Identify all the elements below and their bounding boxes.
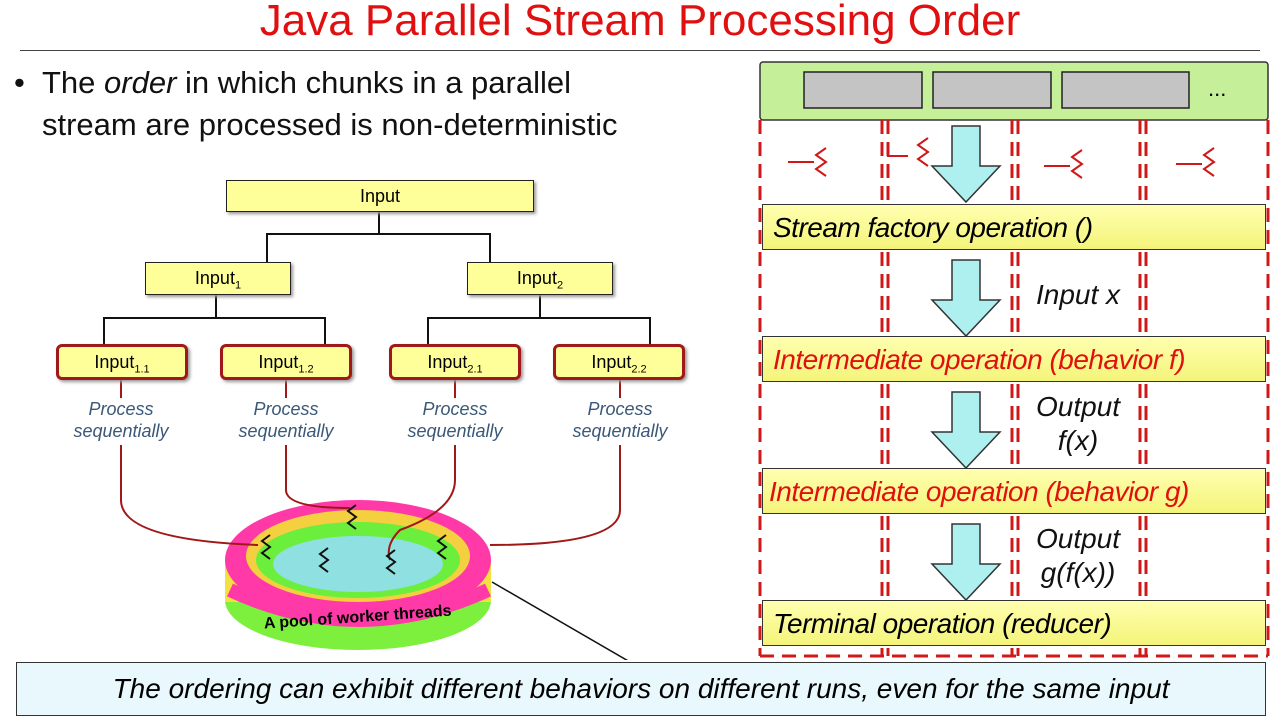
tree-root-input: Input xyxy=(226,180,534,212)
caption-box: The ordering can exhibit different behav… xyxy=(16,662,1266,716)
tree-leaf-input-2-1: Input2.1 xyxy=(389,344,521,380)
slide-title: Java Parallel Stream Processing Order xyxy=(259,0,1021,45)
chunk-ellipsis: ... xyxy=(1208,76,1227,101)
tree-leaf-input-1-1: Input1.1 xyxy=(56,344,188,380)
tree-leaf-input-1-2: Input1.2 xyxy=(220,344,352,380)
tree-node-input-1: Input1 xyxy=(145,262,291,295)
tree-diagram: A pool of worker threads xyxy=(103,210,651,660)
stream-factory-operation: Stream factory operation () xyxy=(762,204,1266,250)
intermediate-operation-f: Intermediate operation (behavior f) xyxy=(762,336,1266,382)
input-x-label: Input x xyxy=(1035,279,1121,310)
bullet-text: The xyxy=(42,65,105,100)
pipeline-diagram xyxy=(758,61,1270,658)
chunk-blocks xyxy=(803,71,1190,109)
down-arrow-icons xyxy=(930,125,1002,602)
bullet-point: • The order in which chunks in a parallel… xyxy=(14,62,617,146)
tree-node-input-2: Input2 xyxy=(467,262,613,295)
thread-icons xyxy=(260,504,448,575)
thread-dividers xyxy=(758,120,1270,658)
bullet-emphasis: order xyxy=(104,65,177,100)
title-divider xyxy=(20,50,1260,51)
terminal-operation: Terminal operation (reducer) xyxy=(762,600,1266,646)
bullet-icon: • xyxy=(14,65,25,100)
pool-icon xyxy=(225,500,491,650)
intermediate-operation-g: Intermediate operation (behavior g) xyxy=(762,468,1266,514)
bullet-text-line2: stream are processed is non-deterministi… xyxy=(42,107,618,142)
tree-leaf-input-2-2: Input2.2 xyxy=(553,344,685,380)
thread-icons xyxy=(788,137,1216,179)
bullet-text: in which chunks in a parallel xyxy=(176,65,572,100)
